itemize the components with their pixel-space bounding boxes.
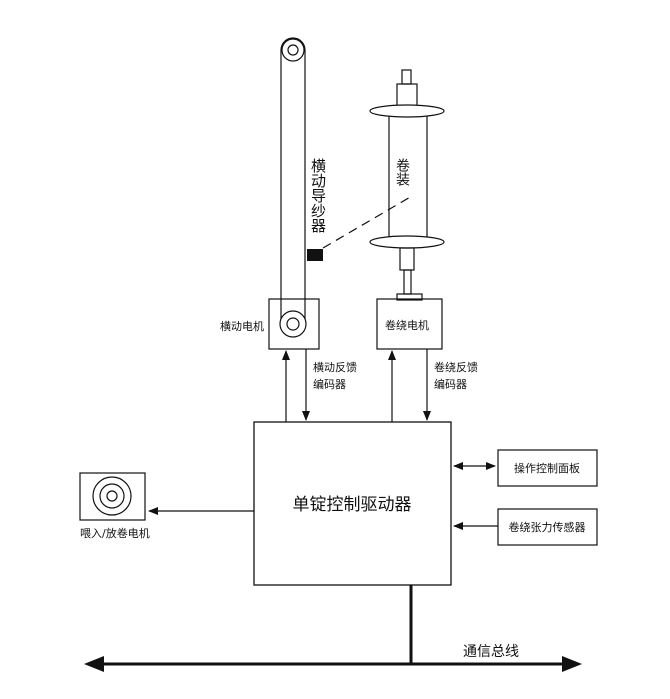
comm-bus-label: 通信总线 [463, 644, 519, 660]
traverse-motor-label: 横动电机 [220, 319, 264, 333]
winding-feedback-label-2: 编码器 [434, 377, 467, 391]
package-bobbin [369, 69, 445, 301]
tension-sensor-label: 卷绕张力传感器 [509, 520, 586, 534]
operation-panel-label: 操作控制面板 [514, 461, 580, 475]
main-controller-box [253, 421, 452, 586]
winding-motor-label: 卷绕电机 [385, 318, 429, 332]
operation-panel-box [497, 449, 598, 487]
comm-bus-arrow-left [84, 656, 104, 672]
feed-motor-box [79, 472, 146, 521]
traverse-motor-pulley [279, 310, 307, 338]
traverse-motor-box [268, 298, 320, 350]
traverse-guide-label: 横动导纱器 [309, 158, 327, 233]
yarn-guide-block [307, 249, 323, 261]
tension-sensor-box [497, 508, 598, 546]
traverse-belt [280, 37, 306, 325]
feed-motor-pulley [92, 476, 132, 516]
main-controller-label: 单锭控制驱动器 [293, 495, 412, 515]
top-pulley [281, 38, 305, 62]
comm-bus-arrow-right [562, 656, 582, 672]
yarn-path [322, 195, 413, 249]
winding-motor-box [376, 298, 443, 350]
winding-feedback-label-1: 卷绕反馈 [434, 360, 478, 374]
traverse-feedback-label-2: 编码器 [313, 377, 346, 391]
traverse-feedback-label-1: 横动反馈 [313, 360, 357, 374]
feed-motor-label: 喂入/放卷电机 [80, 526, 150, 540]
package-label: 卷装 [394, 158, 410, 186]
